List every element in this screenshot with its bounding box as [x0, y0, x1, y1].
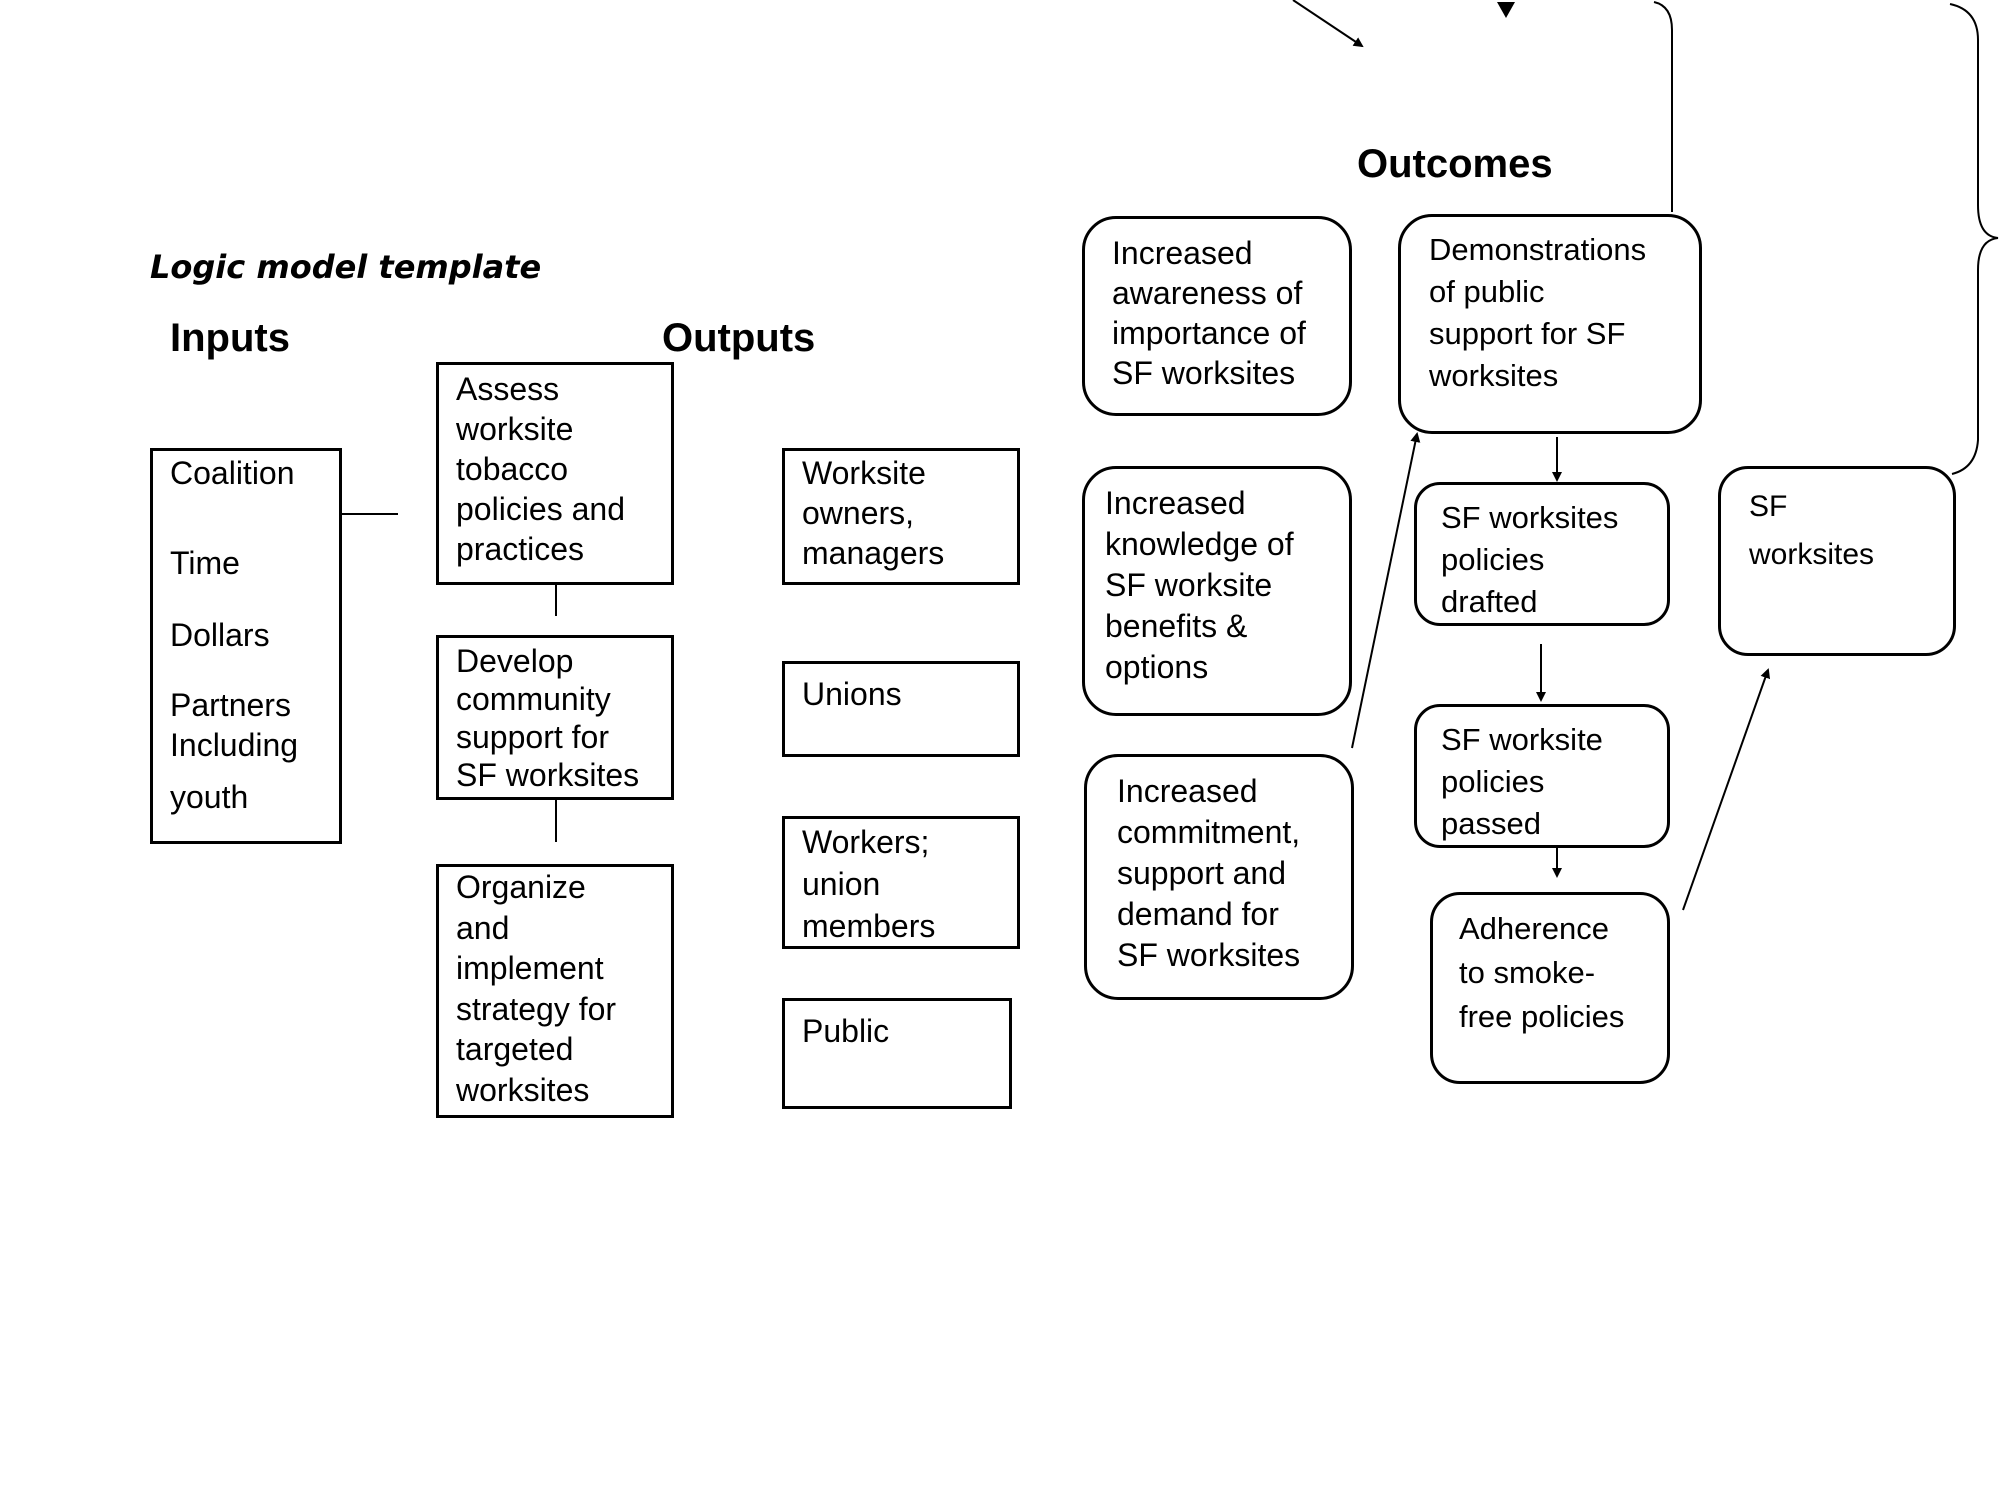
input-partners: Partners: [170, 687, 291, 723]
outputs-heading: Outputs: [662, 316, 816, 360]
input-including: Including: [170, 727, 299, 763]
outcome-passed-box: SF worksite policies passed: [1414, 704, 1670, 848]
inputs-heading: Inputs: [170, 316, 290, 360]
outcome-awareness-text: Increased awareness of importance of SF …: [1112, 235, 1306, 391]
audience-owners-text: Worksite owners, managers: [802, 455, 945, 571]
bracket-inner: [1653, 1, 1673, 212]
input-time: Time: [170, 545, 240, 581]
bracket-outer: [1949, 3, 1999, 475]
activity-develop-box: Develop community support for SF worksit…: [436, 635, 674, 800]
activity-organize-box: Organize and implement strategy for targ…: [436, 864, 674, 1118]
audience-public-box: Public: [782, 998, 1012, 1109]
inputs-box: Coalition Time Dollars Partners Includin…: [150, 448, 342, 844]
outcome-adherence-text: Adherence to smoke- free policies: [1459, 911, 1625, 1034]
outcome-knowledge-text: Increased knowledge of SF worksite benef…: [1105, 485, 1294, 685]
audience-public-text: Public: [802, 1013, 890, 1049]
input-youth: youth: [170, 779, 249, 815]
audience-unions-box: Unions: [782, 661, 1020, 757]
outcome-knowledge-box: Increased knowledge of SF worksite benef…: [1082, 466, 1352, 716]
activity-organize-text: Organize and implement strategy for targ…: [456, 869, 617, 1108]
outcome-commitment-box: Increased commitment, support and demand…: [1084, 754, 1354, 1000]
outcome-adherence-box: Adherence to smoke- free policies: [1430, 892, 1670, 1084]
outcome-demonstrations-box: Demonstrations of public support for SF …: [1398, 214, 1702, 434]
audience-workers-text: Workers; union members: [802, 824, 936, 944]
top-arrow-diagonal: [1292, 0, 1364, 48]
audience-owners-box: Worksite owners, managers: [782, 448, 1020, 585]
outcome-drafted-box: SF worksites policies drafted: [1414, 482, 1670, 626]
top-arrow-head: [1497, 2, 1515, 18]
outcome-demonstrations-text: Demonstrations of public support for SF …: [1429, 232, 1647, 393]
activity-develop-text: Develop community support for SF worksit…: [456, 643, 640, 793]
input-dollars: Dollars: [170, 617, 270, 653]
audience-workers-box: Workers; union members: [782, 816, 1020, 949]
activity-assess-box: Assess worksite tobacco policies and pra…: [436, 362, 674, 585]
outcome-drafted-text: SF worksites policies drafted: [1441, 500, 1619, 619]
input-coalition: Coalition: [170, 455, 295, 491]
outcome-sf-worksites-box: SF worksites: [1718, 466, 1956, 656]
arrow-commitment-to-demonstrations: [1351, 432, 1421, 749]
outcome-awareness-box: Increased awareness of importance of SF …: [1082, 216, 1352, 416]
audience-unions-text: Unions: [802, 676, 902, 712]
page-title: Logic model template: [150, 248, 542, 286]
outcomes-heading: Outcomes: [1357, 142, 1553, 186]
outcome-sf-worksites-text: SF worksites: [1749, 490, 1875, 571]
activity-assess-text: Assess worksite tobacco policies and pra…: [456, 371, 625, 567]
outcome-commitment-text: Increased commitment, support and demand…: [1117, 773, 1301, 973]
arrow-adherence-to-sf-worksites: [1682, 668, 1771, 911]
outcome-passed-text: SF worksite policies passed: [1441, 722, 1603, 841]
